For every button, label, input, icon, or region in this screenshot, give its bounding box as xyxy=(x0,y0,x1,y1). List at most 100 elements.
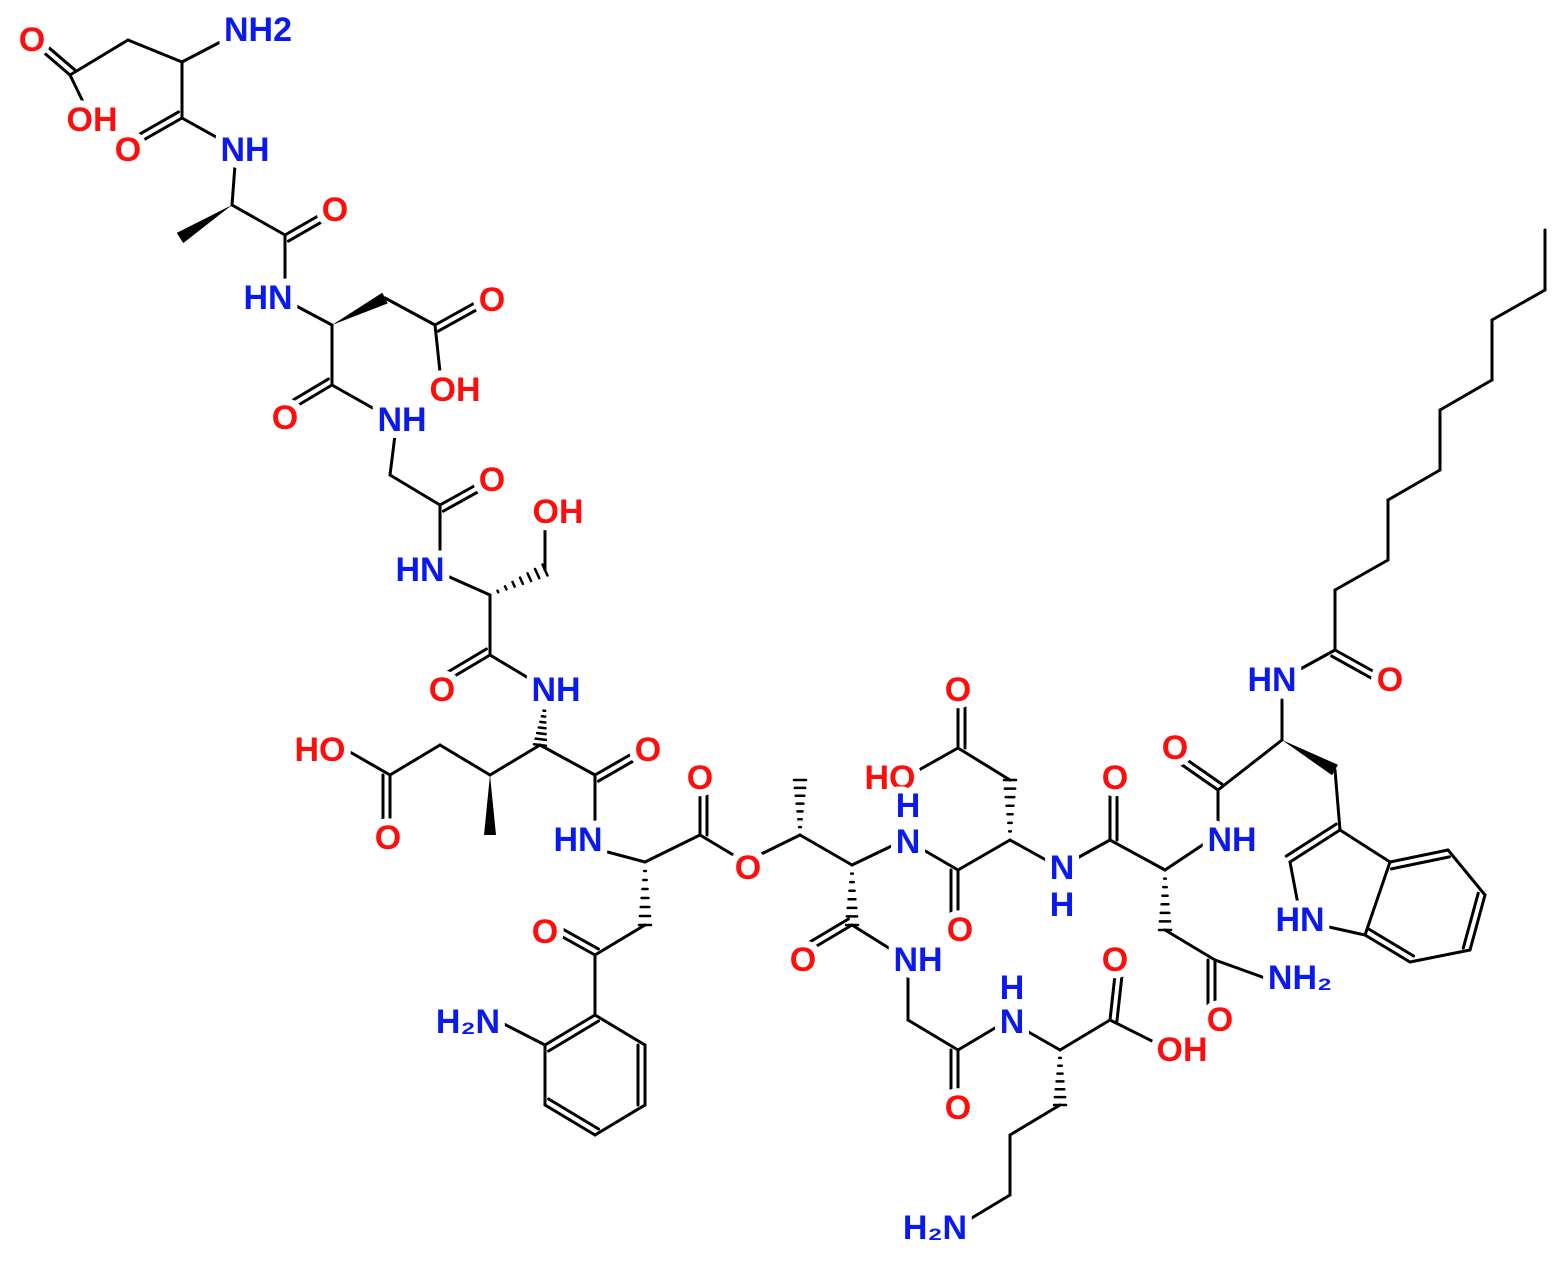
single-bond xyxy=(498,1020,547,1047)
single-bond xyxy=(1288,860,1302,917)
oxygen-atom-label: O xyxy=(1162,729,1188,767)
wedge-bond xyxy=(332,292,388,325)
oxygen-atom-label: O xyxy=(272,399,298,437)
nitrogen-atom-label: NH xyxy=(893,941,942,979)
double-bond xyxy=(284,377,334,412)
nitrogen-atom-label: NH xyxy=(531,671,580,709)
double-bond xyxy=(593,750,640,783)
oxygen-atom-label: O xyxy=(1102,759,1128,797)
double-bond xyxy=(949,868,960,922)
hash-bond xyxy=(1002,778,1018,833)
nitrogen-atom-label: HN xyxy=(395,551,444,589)
single-bond xyxy=(593,923,647,957)
hash-bond xyxy=(1157,877,1173,932)
single-bond xyxy=(383,296,437,327)
hash-bond xyxy=(844,872,860,927)
single-bond xyxy=(230,163,237,207)
single-bond xyxy=(963,1193,1012,1224)
oxygen-atom-label: HO xyxy=(865,759,916,797)
single-bond xyxy=(1163,928,1217,962)
oxygen-atom-label: O xyxy=(947,911,973,949)
single-bond xyxy=(230,203,287,237)
single-bond xyxy=(698,833,747,864)
double-bond xyxy=(1206,958,1217,1012)
oxygen-atom-label: O xyxy=(429,671,455,709)
oxygen-atom-label: O xyxy=(735,849,761,887)
nitrogen-atom-label: H xyxy=(1050,886,1075,924)
hash-bond xyxy=(496,563,549,594)
single-bond xyxy=(1338,828,1392,864)
oxygen-atom-label: O xyxy=(1377,661,1403,699)
single-bond xyxy=(1333,768,1342,832)
double-bond xyxy=(1461,891,1487,952)
single-bond xyxy=(913,843,960,872)
bonds-layer xyxy=(33,36,1547,1224)
oxygen-atom-label: O xyxy=(687,759,713,797)
single-bond xyxy=(1058,1018,1112,1052)
single-bond xyxy=(1293,648,1337,674)
single-bond xyxy=(956,838,1012,872)
single-bond xyxy=(180,116,227,144)
oxygen-atom-label: OH xyxy=(430,371,481,409)
oxygen-atom-label: O xyxy=(945,1089,971,1127)
nitrogen-atom-label: N xyxy=(896,823,921,861)
double-bond xyxy=(636,1043,647,1107)
double-bond xyxy=(438,478,490,513)
oxygen-atom-label: HO xyxy=(295,731,346,769)
nitrogen-atom-label: NH xyxy=(220,131,269,169)
single-bond xyxy=(388,473,442,507)
nitrogen-atom-label: N xyxy=(1000,1003,1025,1041)
double-bond xyxy=(956,703,967,750)
single-bond xyxy=(906,1018,960,1052)
nitrogen-atom-label: HN xyxy=(1275,901,1324,939)
hash-bond xyxy=(532,709,548,747)
oxygen-atom-label: O xyxy=(1102,941,1128,979)
single-bond xyxy=(1068,838,1112,864)
oxygen-atom-label: O xyxy=(375,819,401,857)
single-bond xyxy=(348,750,392,777)
double-bond xyxy=(1173,752,1224,792)
nitrogen-atom-label: HN xyxy=(243,279,292,317)
single-bond xyxy=(1333,558,1390,592)
double-bond xyxy=(548,922,600,957)
single-bond xyxy=(283,298,334,327)
nitrogen-atom-label: NH xyxy=(1207,821,1256,859)
single-bond xyxy=(388,743,442,777)
single-bond xyxy=(743,833,802,864)
oxygen-atom-label: O xyxy=(479,281,505,319)
double-bond xyxy=(949,1048,960,1102)
single-bond xyxy=(1318,923,1367,937)
single-bond xyxy=(1023,1028,1062,1052)
single-bond xyxy=(593,1103,647,1137)
single-bond xyxy=(488,743,542,777)
hash-bond xyxy=(1052,1056,1068,1107)
single-bond xyxy=(1213,958,1267,980)
single-bond xyxy=(1363,860,1392,937)
oxygen-atom-label: O xyxy=(115,131,141,169)
nitrogen-atom-label: H₂N xyxy=(903,1209,967,1247)
double-bond xyxy=(33,38,77,77)
double-bond xyxy=(1388,848,1451,871)
single-bond xyxy=(1163,838,1212,872)
wedge-bond xyxy=(484,775,496,835)
single-bond xyxy=(1438,378,1494,412)
nitrogen-atom-label: H xyxy=(1000,969,1025,1007)
single-bond xyxy=(1386,468,1442,502)
single-bond xyxy=(956,746,1012,782)
double-bond xyxy=(543,1097,601,1137)
double-bond xyxy=(442,647,492,682)
nitrogen-atom-label: HN xyxy=(553,821,602,859)
oxygen-atom-label: O xyxy=(635,731,661,769)
single-bond xyxy=(68,38,130,77)
single-bond xyxy=(593,1013,647,1047)
single-bond xyxy=(798,833,854,867)
single-bond xyxy=(1216,738,1284,792)
single-bond xyxy=(438,743,492,777)
double-bond xyxy=(433,298,485,333)
single-bond xyxy=(330,383,387,417)
nitrogen-atom-label: NH xyxy=(377,401,426,439)
single-bond xyxy=(126,38,184,64)
